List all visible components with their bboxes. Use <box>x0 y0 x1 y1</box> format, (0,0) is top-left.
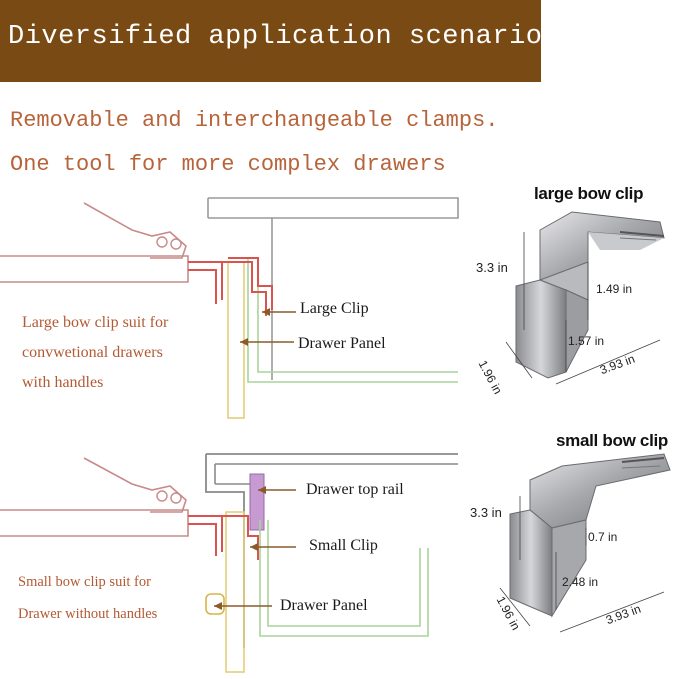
small-panel-label: Drawer Panel <box>280 597 368 614</box>
small-clip-label: Small Clip <box>309 537 378 554</box>
small-desc-line-1: Small bow clip suit for <box>18 574 151 590</box>
large-bow-clip-title: large bow clip <box>534 184 644 203</box>
large-desc-line-2: convwetional drawers <box>22 344 163 361</box>
title-banner <box>0 0 541 82</box>
small-drawer-diagram <box>0 453 458 673</box>
large-height-dim: 3.3 in <box>476 260 508 275</box>
subtitle-line-2: One tool for more complex drawers <box>10 152 446 177</box>
small-upper-dim: 0.7 in <box>588 530 618 544</box>
small-desc-line-2: Drawer without handles <box>18 606 158 622</box>
large-desc-line-3: with handles <box>22 374 104 391</box>
large-desc-line-1: Large bow clip suit for <box>22 314 169 331</box>
large-bow-clip-image <box>505 211 665 385</box>
large-upper-dim: 1.49 in <box>596 282 633 296</box>
large-clip-label: Large Clip <box>300 300 369 317</box>
banner-title: Diversified application scenarios <box>8 22 560 52</box>
large-drawer-diagram <box>0 197 459 419</box>
subtitle-line-1: Removable and interchangeable clamps. <box>10 108 499 133</box>
small-lower-dim: 2.48 in <box>562 575 599 589</box>
small-height-dim: 3.3 in <box>470 505 502 520</box>
large-lower-dim: 1.57 in <box>568 334 605 348</box>
small-bow-clip-title: small bow clip <box>556 431 668 450</box>
small-bow-clip-image <box>499 453 671 633</box>
large-panel-label: Drawer Panel <box>298 335 386 352</box>
small-rail-label: Drawer top rail <box>306 481 404 498</box>
